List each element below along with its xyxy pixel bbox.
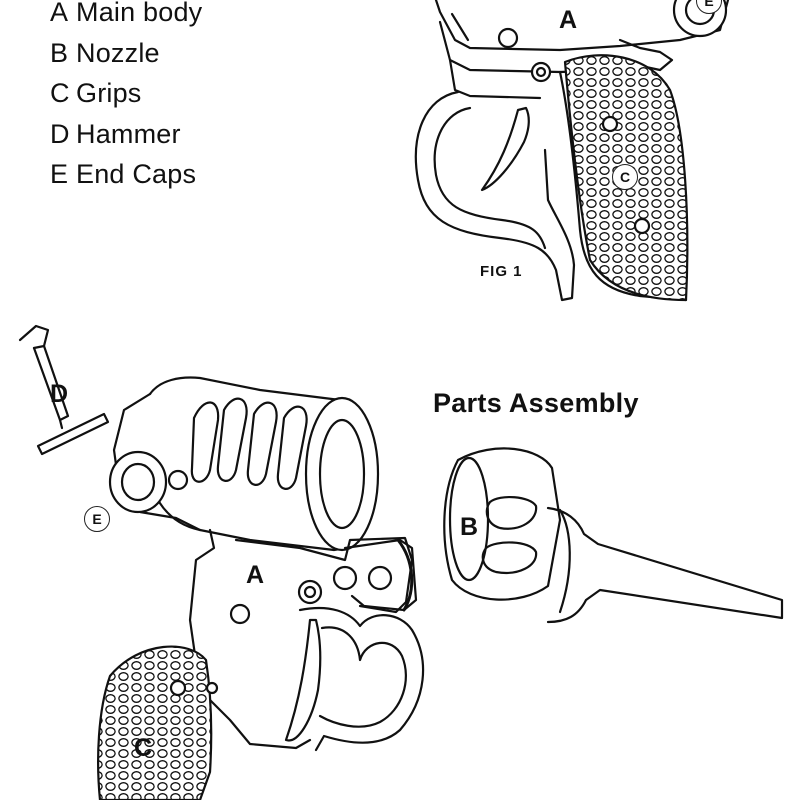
legend-key: E [50,159,69,189]
fig1-callout-c: C [612,164,638,190]
legend-name: Hammer [76,118,181,149]
assembly-callout-e: E [84,506,110,532]
legend-name: Nozzle [76,37,160,68]
parts-assembly-title: Parts Assembly [433,388,639,418]
legend-name: End Caps [76,159,197,189]
legend-key: D [50,118,70,149]
figure-label: FIG 1 [480,263,523,280]
hammer-illustration [18,324,110,456]
legend-name: Main body [76,0,203,27]
assembly-callout-c: C [134,734,153,762]
fig1-callout-a: A [559,6,578,34]
legend-key: A [50,0,69,27]
legend-key: B [50,37,69,68]
legend-key: C [50,78,70,108]
assembly-callout-a: A [246,561,265,589]
legend-name: Grips [76,78,142,108]
assembly-callout-d: D [50,380,69,408]
fig1-illustration [414,0,730,302]
exploded-body-illustration [97,376,425,800]
nozzle-illustration [443,447,784,624]
legend-item-a: A Main body [50,0,202,33]
assembly-callout-b: B [460,513,479,541]
